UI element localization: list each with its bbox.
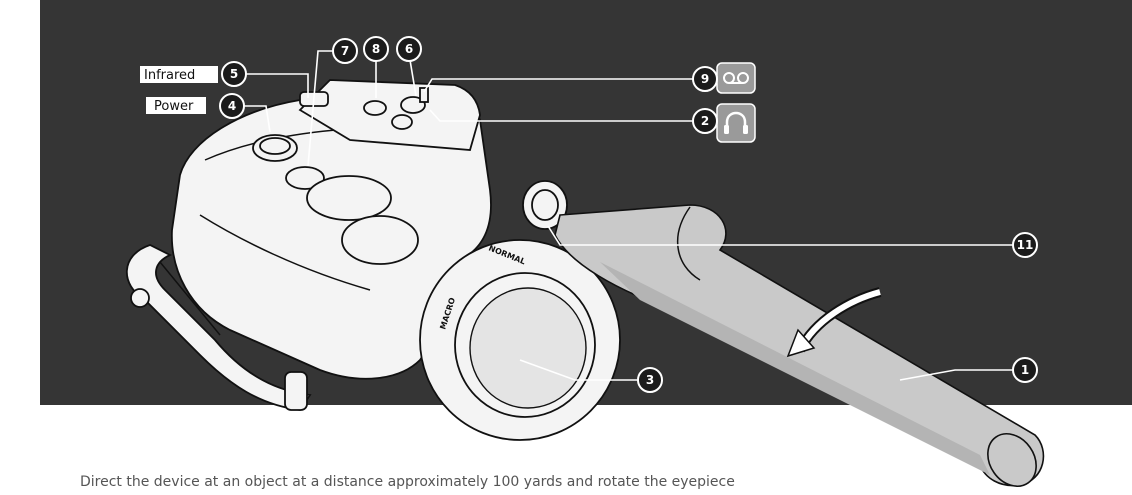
callout-8: 8 bbox=[363, 36, 389, 62]
tube-shade bbox=[600, 262, 990, 475]
side-panel-recess-lower bbox=[341, 215, 419, 265]
infrared-label-text: Infrared bbox=[144, 68, 195, 83]
tube-joint bbox=[676, 206, 701, 281]
callout-6: 6 bbox=[396, 36, 422, 62]
callout-11: 11 bbox=[1012, 232, 1038, 258]
callout-4: 4 bbox=[219, 93, 245, 119]
callout-4-number: 4 bbox=[228, 99, 236, 113]
instruction-caption: Direct the device at an object at a dist… bbox=[80, 474, 735, 490]
callout-9: 9 bbox=[692, 66, 718, 92]
callout-6-number: 6 bbox=[405, 42, 413, 56]
housing-seam bbox=[199, 214, 371, 291]
power-label-text: Power bbox=[154, 99, 194, 114]
power-button-cap bbox=[259, 137, 291, 155]
callout-7: 7 bbox=[332, 38, 358, 64]
power-label: Power bbox=[146, 97, 206, 114]
callout-8-number: 8 bbox=[372, 42, 380, 56]
callout-2: 2 bbox=[692, 108, 718, 134]
headphones-icon bbox=[716, 103, 756, 143]
device-housing bbox=[171, 83, 492, 380]
strap-screw bbox=[130, 288, 150, 308]
button-6-shape bbox=[400, 96, 426, 114]
night-vision-device-illustration: NORMAL MACRO bbox=[125, 79, 1045, 487]
callout-2-number: 2 bbox=[701, 114, 709, 128]
callout-5-number: 5 bbox=[230, 67, 238, 81]
top-jack-shape bbox=[419, 87, 429, 103]
objective-lens bbox=[469, 287, 587, 409]
callout-11-number: 11 bbox=[1017, 238, 1034, 252]
cassette-tape-icon bbox=[716, 62, 756, 94]
strap-buckle bbox=[284, 371, 308, 411]
callout-1-number: 1 bbox=[1021, 363, 1029, 377]
callout-1: 1 bbox=[1012, 357, 1038, 383]
button-8-shape bbox=[363, 100, 387, 116]
button-zoom-shape bbox=[391, 114, 413, 130]
callout-7-number: 7 bbox=[341, 44, 349, 58]
callout-9-number: 9 bbox=[701, 72, 709, 86]
callout-5: 5 bbox=[221, 61, 247, 87]
infrared-label: Infrared bbox=[140, 66, 218, 83]
callout-3: 3 bbox=[637, 367, 663, 393]
infrared-button-shape bbox=[285, 166, 325, 190]
tube-end-cap bbox=[987, 433, 1037, 487]
side-panel-recess-upper bbox=[306, 175, 392, 221]
top-control-panel bbox=[298, 79, 481, 151]
rotation-arrow-head bbox=[786, 328, 816, 358]
eyepiece-lens bbox=[531, 189, 559, 221]
callout-3-number: 3 bbox=[646, 373, 654, 387]
